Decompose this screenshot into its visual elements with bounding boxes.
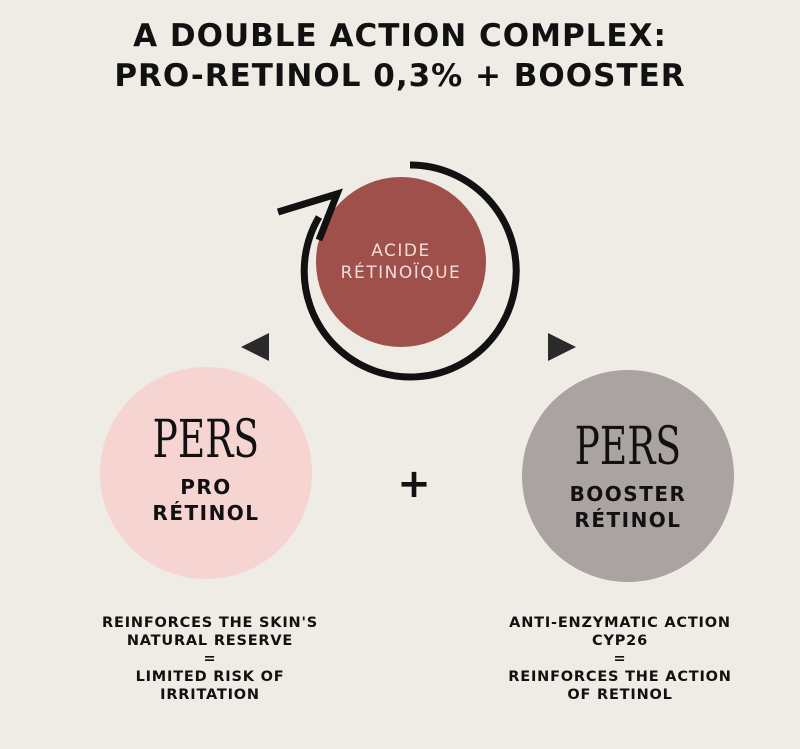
triangle-right-icon — [548, 333, 576, 361]
right-description-line-1: ANTI-ENZYMATIC ACTION — [509, 615, 731, 631]
right-description-line-5: OF RETINOL — [567, 687, 673, 703]
left-description: REINFORCES THE SKIN'S NATURAL RESERVE = … — [60, 614, 360, 704]
pro-retinol-label-1: PRO — [180, 475, 232, 499]
title-line-2: PRO-RETINOL 0,3% + BOOSTER — [114, 58, 686, 94]
retinoic-acid-label-2: RÉTINOÏQUE — [340, 263, 462, 283]
plus-sign: + — [397, 461, 431, 507]
left-description-equals: = — [203, 651, 217, 667]
left-description-line-1: REINFORCES THE SKIN'S — [102, 615, 318, 631]
booster-retinol-label-2: RÉTINOL — [574, 508, 682, 532]
retinoic-acid-circle: ACIDE RÉTINOÏQUE — [316, 177, 486, 347]
pers-logo-right: PERS — [574, 417, 682, 477]
right-description-equals: = — [613, 651, 627, 667]
left-description-line-4: LIMITED RISK OF — [135, 669, 285, 685]
cycle-arrow-icon — [300, 161, 520, 381]
left-description-line-2: NATURAL RESERVE — [126, 633, 294, 649]
retinoic-acid-label-1: ACIDE — [371, 241, 431, 261]
cycle-arrow-head-icon — [276, 188, 343, 242]
left-description-line-5: IRRITATION — [160, 687, 260, 703]
triangle-left-icon — [241, 333, 269, 361]
booster-retinol-label-1: BOOSTER — [569, 482, 687, 506]
pers-logo-left: PERS — [152, 410, 260, 470]
right-description-line-2: CYP26 — [592, 633, 648, 649]
title-line-1: A DOUBLE ACTION COMPLEX: — [133, 18, 667, 54]
pro-retinol-label-2: RÉTINOL — [152, 501, 260, 525]
right-description-line-4: REINFORCES THE ACTION — [508, 669, 732, 685]
pro-retinol-circle: PERS PRO RÉTINOL — [100, 367, 312, 579]
right-description: ANTI-ENZYMATIC ACTION CYP26 = REINFORCES… — [470, 614, 770, 704]
booster-retinol-circle: PERS BOOSTER RÉTINOL — [522, 370, 734, 582]
